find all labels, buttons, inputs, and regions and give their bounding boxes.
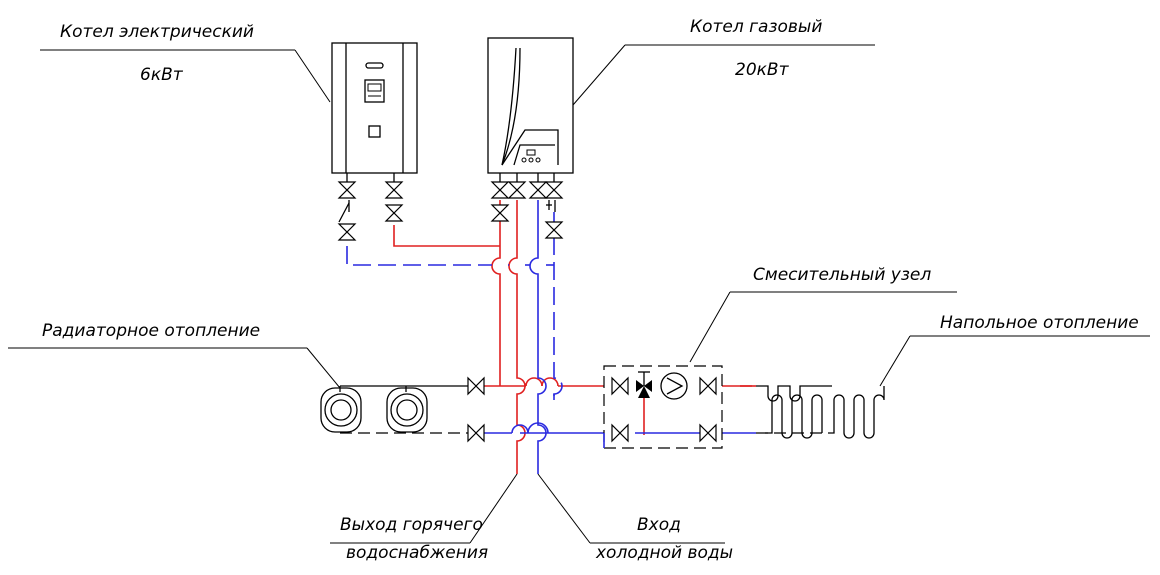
valve-icon — [528, 181, 548, 191]
valve-icon — [384, 212, 404, 222]
valve-icon — [611, 423, 629, 443]
valve-icon — [384, 181, 404, 191]
radiators — [320, 386, 428, 433]
valve-icon — [699, 376, 717, 396]
hot-water-out-label-2: водоснабжения — [346, 543, 488, 563]
electric-boiler — [331, 42, 418, 174]
floor-heating-coil — [756, 385, 885, 439]
valve-icon — [528, 189, 548, 199]
valve-icon — [490, 189, 510, 199]
mixing-unit-label: Смесительный узел — [753, 265, 931, 285]
gas-boiler-power: 20кВт — [735, 60, 790, 80]
gas-boiler-name: Котел газовый — [690, 17, 822, 37]
cold-water-in-label-1: Вход — [637, 515, 681, 535]
valve-icon — [490, 204, 510, 214]
valve-icon — [384, 189, 404, 199]
valve-icon — [611, 376, 629, 396]
radiator-lines — [340, 385, 468, 434]
leader-gas-boiler — [572, 44, 875, 106]
leader-mixing-unit — [689, 291, 957, 363]
three-way-valve — [636, 371, 652, 398]
valve-icon — [337, 181, 357, 191]
gas-boiler — [487, 37, 574, 174]
valve-icon — [699, 423, 717, 443]
valve-icon — [384, 204, 404, 214]
valve-icon — [337, 189, 357, 199]
valves — [337, 181, 717, 443]
valve-icon — [490, 212, 510, 222]
valve-icon — [544, 221, 564, 231]
electric-boiler-name: Котел электрический — [60, 22, 254, 42]
cold-water-in-label-2: холодной воды — [595, 543, 733, 563]
hot-water-out-label-1: Выход горячего — [340, 515, 483, 535]
leader-radiator-heating — [8, 347, 341, 389]
leader-electric-boiler — [40, 49, 331, 103]
valve-icon — [467, 423, 485, 443]
valve-icon — [544, 189, 564, 199]
valve-icon — [544, 229, 564, 239]
valve-icon — [507, 181, 527, 191]
valve-icon — [544, 181, 564, 191]
floor-heating-label: Напольное отопление — [940, 313, 1139, 333]
boiler-stubs — [346, 173, 555, 182]
leader-hot-water-out — [330, 473, 518, 544]
valve-icon — [467, 376, 485, 396]
electric-boiler-power: 6кВт — [140, 65, 184, 85]
balancing-valves — [338, 200, 556, 223]
valve-icon — [490, 181, 510, 191]
radiator-heating-label: Радиаторное отопление — [42, 321, 260, 341]
valve-icon — [507, 189, 527, 199]
leader-cold-water-in — [537, 473, 725, 544]
leader-floor-heating — [879, 335, 1150, 387]
valve-icon — [337, 223, 357, 233]
mixing-unit — [603, 365, 723, 449]
cold-pipes — [346, 200, 756, 474]
valve-icon — [337, 231, 357, 241]
